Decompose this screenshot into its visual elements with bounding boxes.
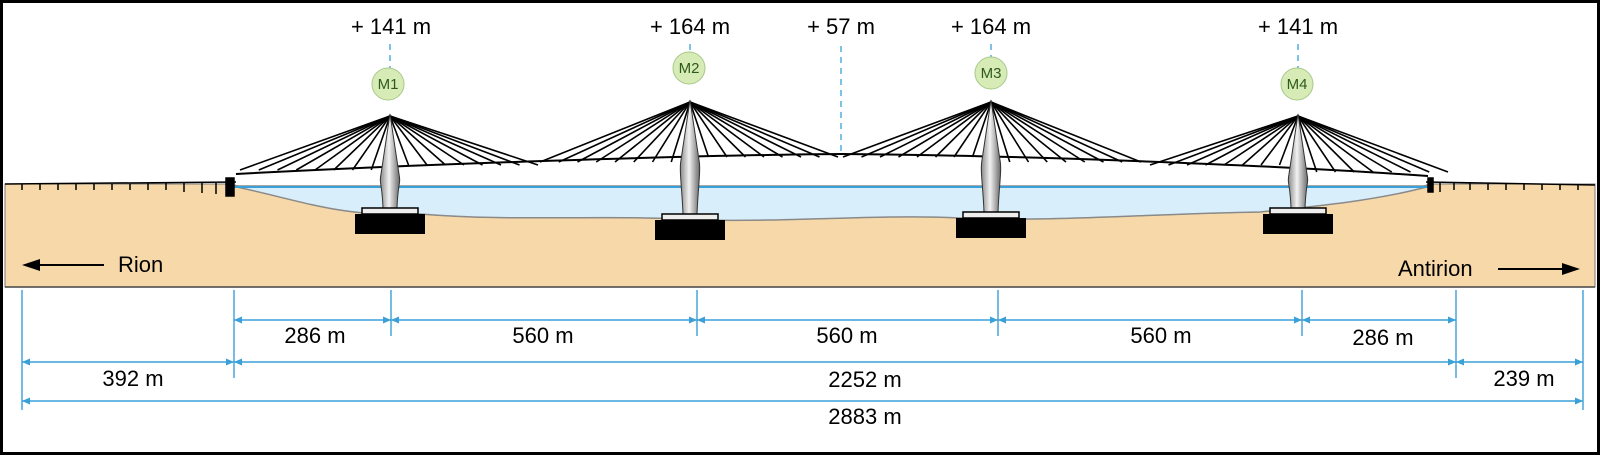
pylon-m1 — [379, 113, 401, 209]
main-deck — [235, 152, 1429, 177]
foundation-m2 — [655, 220, 725, 240]
pier-label-m2: M2 — [679, 60, 700, 77]
span-label-2: 560 m — [512, 323, 573, 348]
pier-badge-m3: M3 — [974, 56, 1008, 90]
foundation-m1 — [355, 214, 425, 234]
approach-left-dimension — [22, 358, 234, 366]
foundation-cap-m3 — [962, 211, 1020, 219]
tower-m1 — [239, 113, 539, 234]
tower-m4 — [1149, 113, 1449, 234]
tower-height-label-m3: + 164 m — [951, 14, 1031, 39]
pier-badge-m1: M1 — [371, 67, 405, 101]
span-label-1: 286 m — [284, 323, 345, 348]
approach-right-dimension — [1456, 358, 1583, 366]
span-label-4: 560 m — [1130, 323, 1191, 348]
stay-cables-m2 — [539, 101, 839, 163]
pier-badge-m2: M2 — [672, 51, 706, 85]
stay-cables-m4 — [1149, 115, 1449, 173]
span-dimension-3 — [697, 316, 998, 324]
dimension-extension-lines — [21, 290, 1584, 410]
approach-right-label: 239 m — [1493, 366, 1554, 391]
pier-label-m3: M3 — [981, 65, 1002, 82]
span-dimension-5 — [1302, 316, 1456, 324]
midspan-height-label: + 57 m — [807, 14, 875, 39]
rion-arrow — [22, 259, 104, 271]
main-total-label: 2252 m — [828, 367, 901, 392]
pier-label-m4: M4 — [1287, 76, 1308, 93]
stay-cables-m3 — [842, 101, 1142, 163]
pylon-m3 — [980, 99, 1002, 213]
pier-badge-m4: M4 — [1280, 67, 1314, 101]
tower-height-label-m2: + 164 m — [650, 14, 730, 39]
foundation-m4 — [1263, 214, 1333, 234]
left-approach-viaduct — [4, 177, 237, 197]
span-dimension-1 — [234, 316, 391, 324]
overall-dimension — [22, 397, 1583, 405]
span-label-5: 286 m — [1352, 325, 1413, 350]
tower-m3 — [842, 99, 1142, 238]
foundation-m3 — [956, 218, 1026, 238]
tower-height-label-m4: + 141 m — [1258, 14, 1338, 39]
span-dimension-4 — [998, 316, 1302, 324]
foundation-cap-m4 — [1269, 207, 1327, 215]
foundation-cap-m2 — [661, 213, 719, 221]
approach-left-label: 392 m — [102, 366, 163, 391]
right-approach-viaduct — [1425, 177, 1596, 193]
pier-label-m1: M1 — [378, 76, 399, 93]
foundation-cap-m1 — [361, 207, 419, 215]
antirion-label: Antirion — [1398, 256, 1473, 281]
towers-layer — [239, 99, 1449, 240]
overall-length-label: 2883 m — [828, 404, 901, 429]
main-total-dimension — [234, 358, 1456, 366]
rion-label: Rion — [118, 252, 163, 277]
tower-height-label-m1: + 141 m — [351, 14, 431, 39]
tower-m2 — [539, 99, 839, 240]
antirion-arrow — [1498, 263, 1580, 275]
stay-cables-m1 — [239, 115, 539, 171]
pylon-m2 — [679, 99, 701, 215]
height-guides — [389, 44, 1299, 152]
pylon-m4 — [1287, 113, 1309, 209]
span-dimension-2 — [391, 316, 697, 324]
dimension-lines — [22, 316, 1583, 405]
span-label-3: 560 m — [816, 323, 877, 348]
